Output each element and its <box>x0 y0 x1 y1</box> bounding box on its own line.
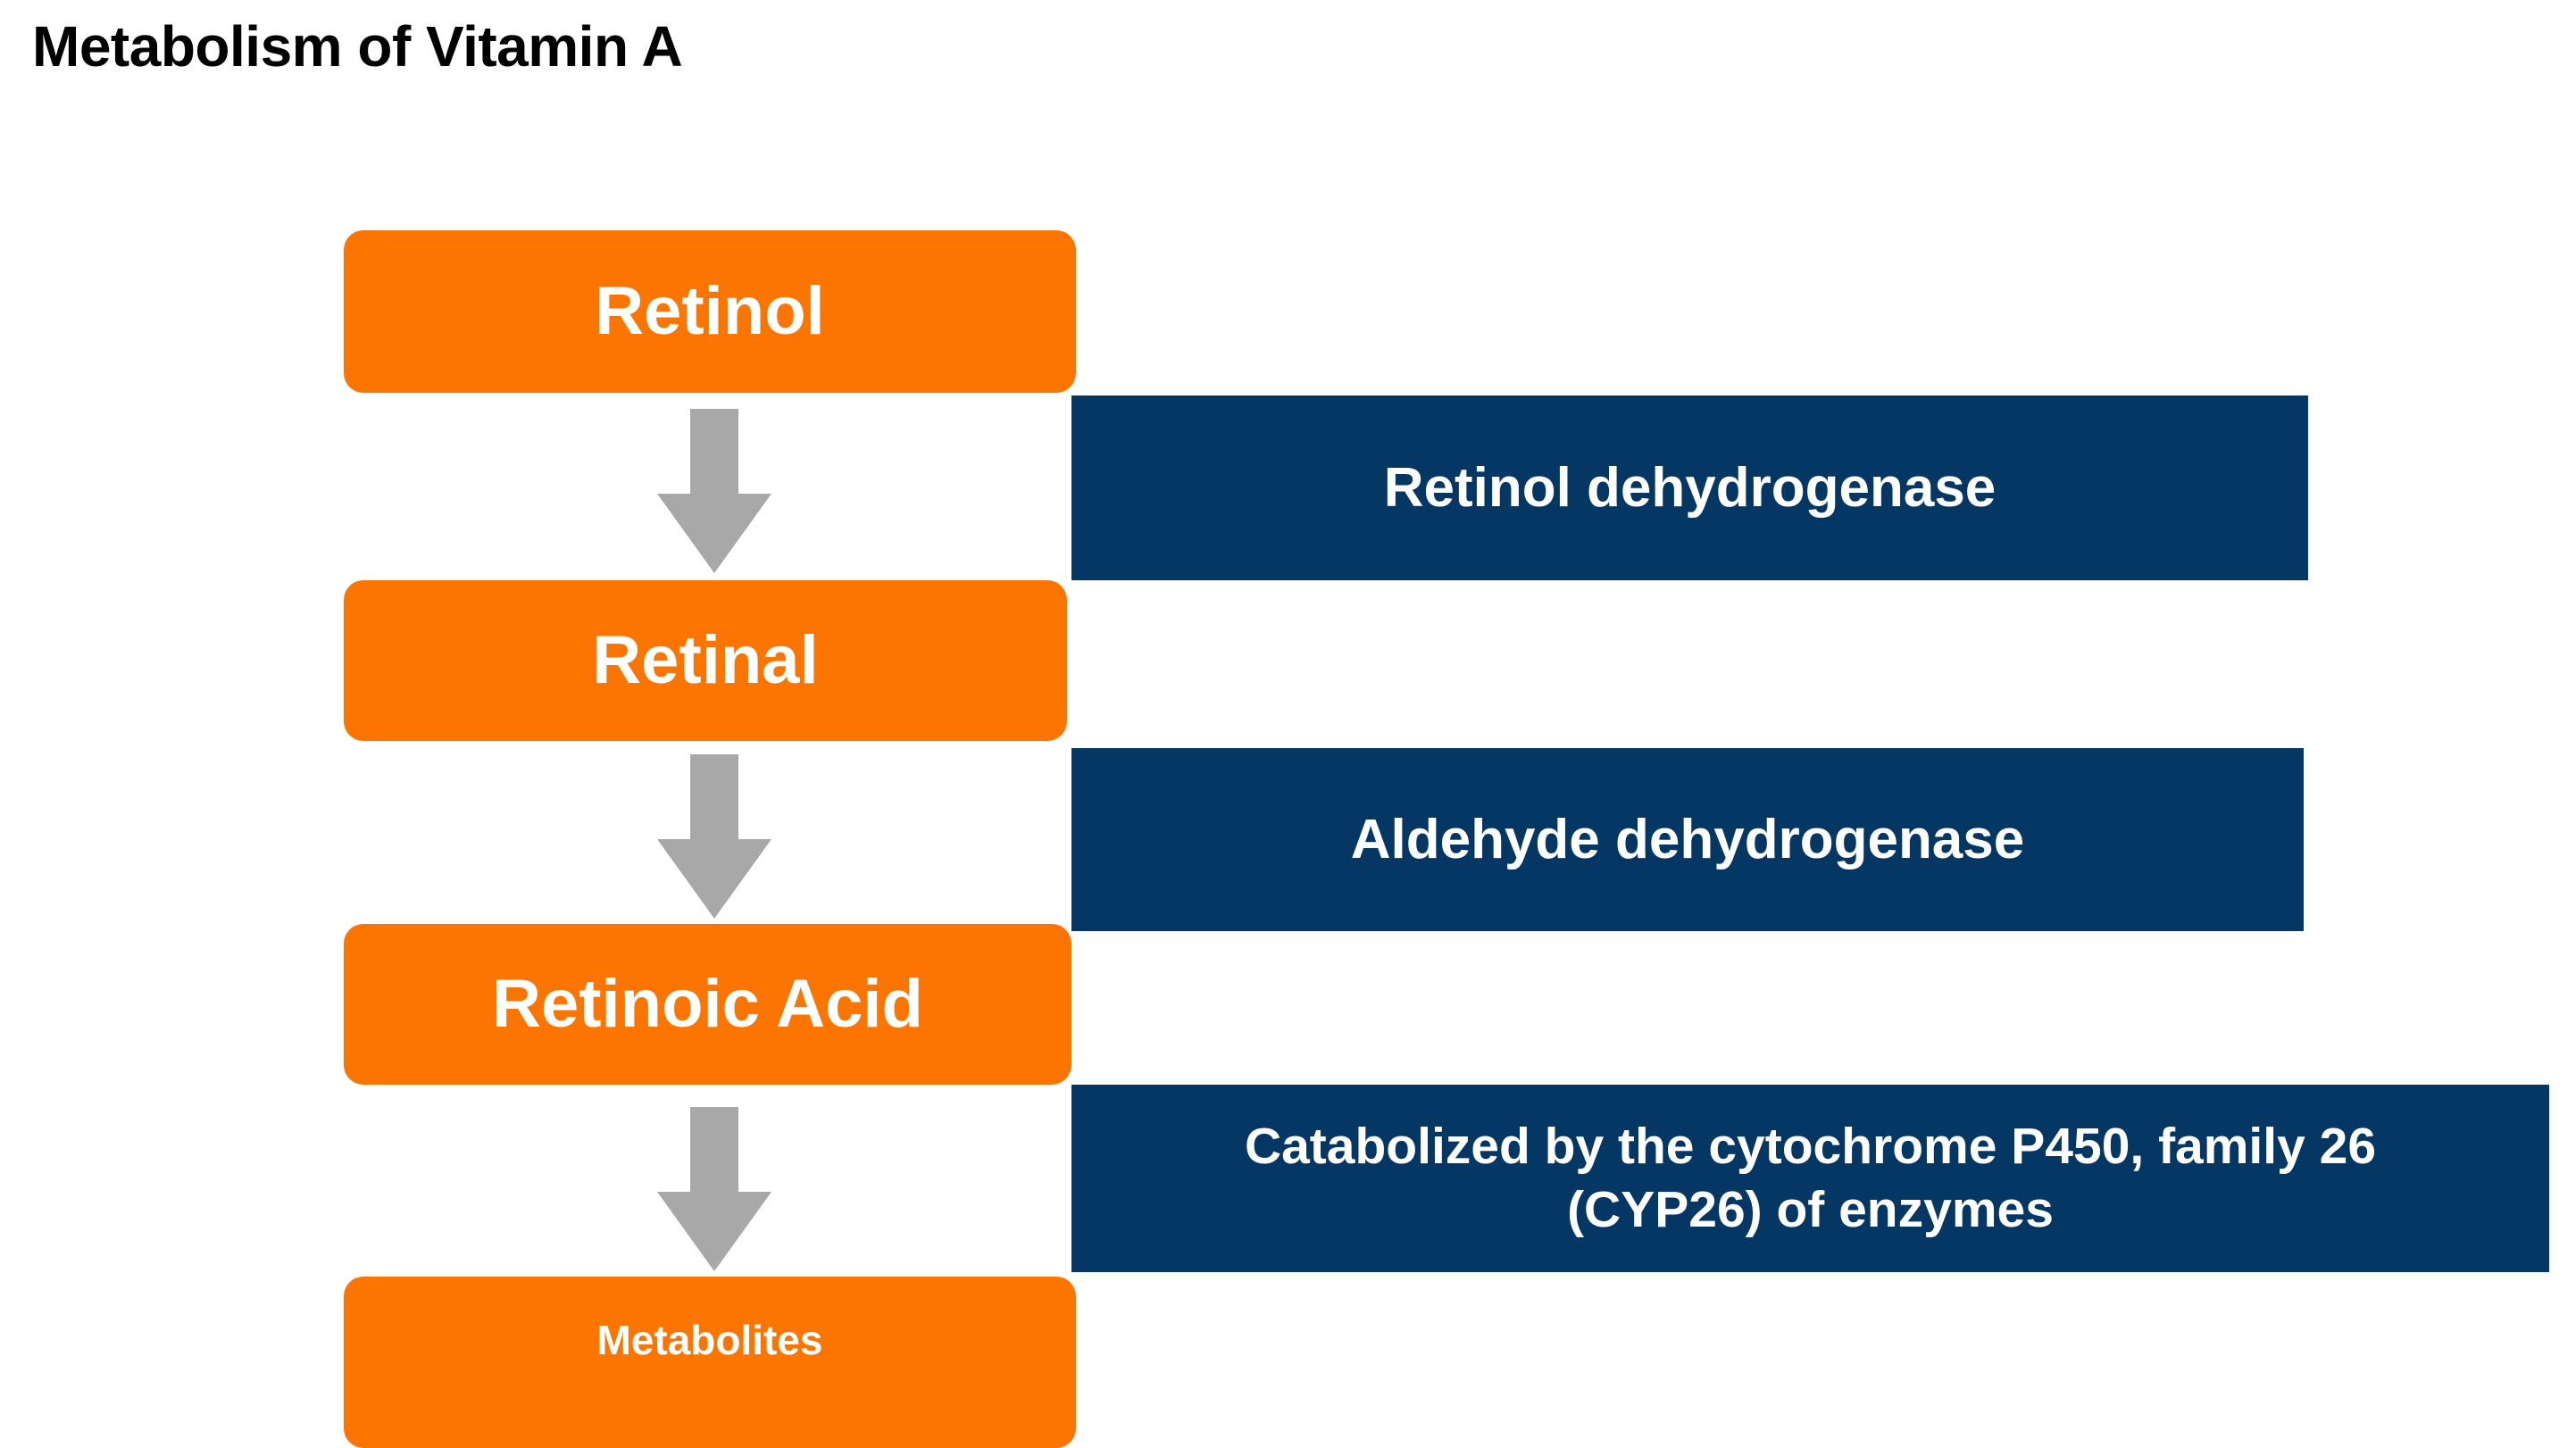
metabolite-node-retinal: Retinal <box>344 580 1067 741</box>
metabolite-node-metabolites-label: Metabolites <box>596 1317 823 1363</box>
enzyme-label-retinol-dehydrogenase-text: Retinol dehydrogenase <box>1383 456 1997 519</box>
metabolite-node-retinoic-acid: Retinoic Acid <box>344 924 1071 1085</box>
metabolite-node-retinoic-acid-label: Retinoic Acid <box>492 966 923 1043</box>
metabolite-node-retinol: Retinol <box>344 230 1076 393</box>
metabolite-node-retinol-label: Retinol <box>595 273 825 350</box>
down-arrow-icon <box>656 1107 772 1272</box>
enzyme-label-cyp26-text: Catabolized by the cytochrome P450, fami… <box>1245 1115 2376 1243</box>
enzyme-label-retinol-dehydrogenase: Retinol dehydrogenase <box>1071 395 2308 580</box>
down-arrow-icon <box>656 409 772 574</box>
metabolite-node-retinal-label: Retinal <box>592 622 819 699</box>
metabolite-node-metabolites: Metabolites <box>344 1277 1076 1448</box>
enzyme-label-aldehyde-dehydrogenase: Aldehyde dehydrogenase <box>1071 748 2304 931</box>
page-title: Metabolism of Vitamin A <box>32 14 683 79</box>
enzyme-label-cyp26-line-2: (CYP26) of enzymes <box>1567 1181 2054 1238</box>
enzyme-label-aldehyde-dehydrogenase-text: Aldehyde dehydrogenase <box>1350 808 2025 870</box>
down-arrow-icon <box>656 754 772 920</box>
enzyme-label-cyp26-line-1: Catabolized by the cytochrome P450, fami… <box>1244 1117 2377 1175</box>
enzyme-label-cyp26: Catabolized by the cytochrome P450, fami… <box>1071 1085 2549 1272</box>
